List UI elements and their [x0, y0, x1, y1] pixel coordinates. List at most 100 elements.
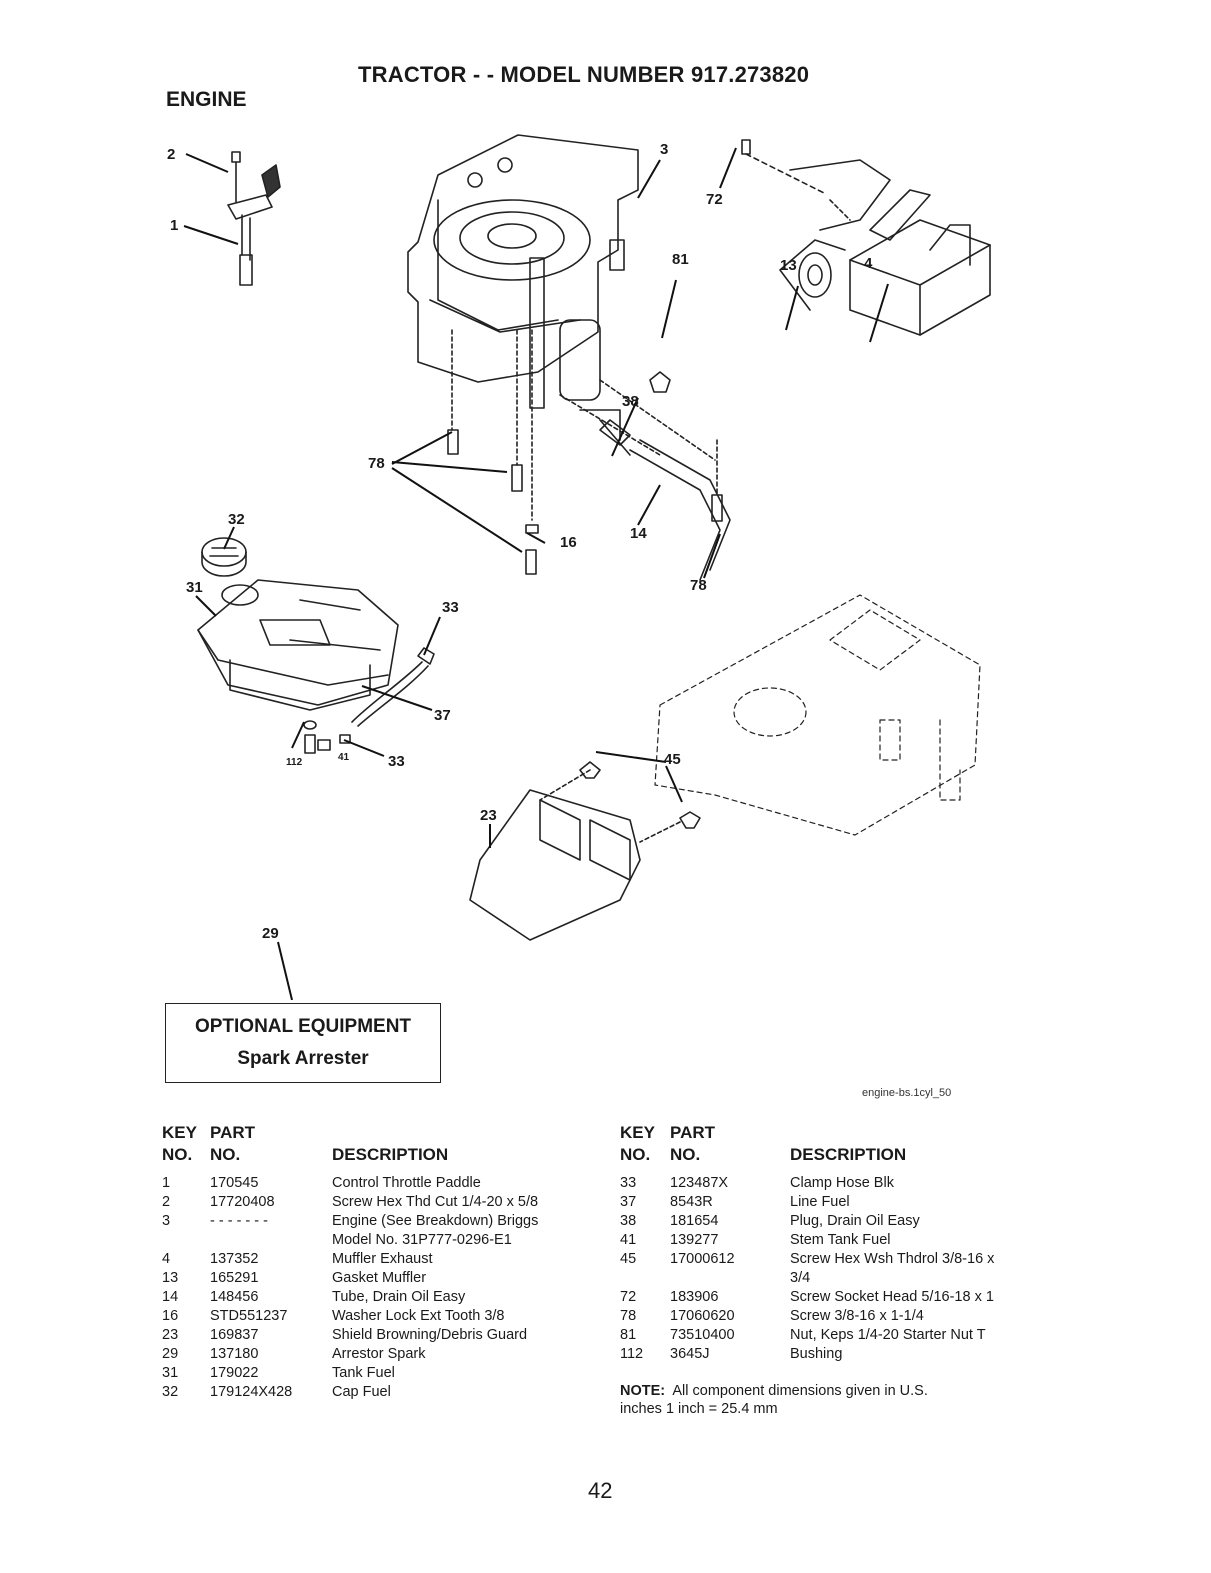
part-no: STD551237: [210, 1308, 288, 1324]
part-description: 3/4: [790, 1270, 811, 1286]
key-no: 32: [162, 1384, 179, 1400]
callout-38: 38: [622, 393, 639, 410]
part-no: 165291: [210, 1270, 259, 1286]
part-description: Line Fuel: [790, 1194, 850, 1210]
part-description: Tank Fuel: [332, 1365, 395, 1381]
debris-shield-drawing: [469, 761, 701, 941]
parts-table-header: KEY NO. PART NO. DESCRIPTION: [162, 1123, 602, 1167]
header-part: PART: [210, 1123, 256, 1142]
part-no: 17720408: [210, 1194, 275, 1210]
callout-31: 31: [186, 579, 203, 596]
part-description: Cap Fuel: [332, 1384, 391, 1400]
optional-equipment-heading: OPTIONAL EQUIPMENT: [194, 1016, 412, 1037]
header-part: PART: [670, 1123, 716, 1142]
header-description: DESCRIPTION: [790, 1145, 907, 1164]
part-description: Shield Browning/Debris Guard: [332, 1327, 528, 1343]
table-row: 32 179124X428 Cap Fuel: [162, 1383, 602, 1402]
fuel-tank-drawing: [197, 537, 399, 711]
callout-3: 3: [660, 141, 668, 158]
engine-drawing: [407, 134, 639, 409]
part-description: Nut, Keps 1/4-20 Starter Nut T: [790, 1327, 986, 1343]
page-title: TRACTOR - - MODEL NUMBER 917.273820: [358, 62, 810, 87]
key-no: 13: [162, 1270, 179, 1286]
part-no: 73510400: [670, 1327, 735, 1343]
header-part-no: NO.: [670, 1145, 701, 1164]
part-description: Screw Hex Thd Cut 1/4-20 x 5/8: [332, 1194, 539, 1210]
key-no: 78: [620, 1308, 637, 1324]
callout-14: 14: [630, 525, 647, 542]
part-description: Bushing: [790, 1346, 843, 1362]
part-description: Model No. 31P777-0296-E1: [332, 1232, 512, 1248]
dimension-note: NOTE: All component dimensions given in …: [620, 1382, 1020, 1418]
page-number: 42: [588, 1478, 613, 1503]
section-title: ENGINE: [166, 88, 247, 111]
part-description: Screw Socket Head 5/16-18 x 1: [790, 1289, 994, 1305]
key-no: 14: [162, 1289, 179, 1305]
header-part-no: NO.: [210, 1145, 241, 1164]
callout-33-top: 33: [442, 599, 459, 616]
header-key: KEY: [620, 1123, 655, 1142]
key-no: 41: [620, 1232, 637, 1248]
callout-32: 32: [228, 511, 245, 528]
key-no: 81: [620, 1327, 637, 1343]
optional-equipment-item: Spark Arrester: [237, 1048, 369, 1069]
part-no: 139277: [670, 1232, 719, 1248]
optional-equipment-box: OPTIONAL EQUIPMENT Spark Arrester: [165, 1003, 441, 1083]
part-no: 148456: [210, 1289, 259, 1305]
key-no: 4: [162, 1251, 171, 1267]
part-description: Washer Lock Ext Tooth 3/8: [332, 1308, 505, 1324]
table-row: 81 73510400 Nut, Keps 1/4-20 Starter Nut T: [620, 1326, 1060, 1345]
part-no: 169837: [210, 1327, 259, 1343]
key-no: 3: [162, 1213, 171, 1229]
callout-37: 37: [434, 707, 451, 724]
muffler-drawing: [779, 159, 991, 336]
callout-78-right: 78: [690, 577, 707, 594]
part-description: Clamp Hose Blk: [790, 1175, 894, 1191]
callout-81: 81: [672, 251, 689, 268]
part-no: 137180: [210, 1346, 259, 1362]
part-no: 170545: [210, 1175, 259, 1191]
key-no: 23: [162, 1327, 179, 1343]
part-no: 181654: [670, 1213, 719, 1229]
callout-4: 4: [864, 255, 873, 272]
part-no: - - - - - - -: [210, 1213, 268, 1229]
header-no: NO.: [162, 1145, 193, 1164]
throttle-paddle-drawing: [227, 151, 281, 286]
callout-112: 112: [286, 757, 303, 768]
part-description: Screw 3/8-16 x 1-1/4: [790, 1308, 924, 1324]
part-no: 123487X: [670, 1175, 729, 1191]
header-key: KEY: [162, 1123, 197, 1142]
key-no: 38: [620, 1213, 637, 1229]
part-no: 179022: [210, 1365, 259, 1381]
part-no: 137352: [210, 1251, 259, 1267]
callout-1: 1: [170, 217, 178, 234]
part-description: Plug, Drain Oil Easy: [790, 1213, 920, 1229]
table-row: 23 169837 Shield Browning/Debris Guard: [162, 1326, 602, 1345]
part-no: 8543R: [670, 1194, 713, 1210]
callout-78-left: 78: [368, 455, 385, 472]
key-no: 33: [620, 1175, 637, 1191]
fuel-line-drawing: [303, 647, 435, 754]
table-row: 3- - - - - - -Engine (See Breakdown) Bri…: [162, 1212, 602, 1231]
key-no: 2: [162, 1194, 171, 1210]
engine-exploded-diagram: 2 1 3 72 13 4 81 38 78 16 14 78 32 31 33…: [167, 134, 991, 1000]
callout-13: 13: [780, 257, 797, 274]
part-no: 179124X428: [210, 1384, 293, 1400]
note-label: NOTE:: [620, 1383, 666, 1399]
tractor-frame-drawing: [654, 594, 981, 836]
part-no: 17060620: [670, 1308, 735, 1324]
part-description: Muffler Exhaust: [332, 1251, 433, 1267]
table-row: 2 17720408 Screw Hex Thd Cut 1/4-20 x 5/8: [162, 1193, 602, 1212]
callout-41: 41: [338, 752, 350, 763]
part-no: 183906: [670, 1289, 719, 1305]
